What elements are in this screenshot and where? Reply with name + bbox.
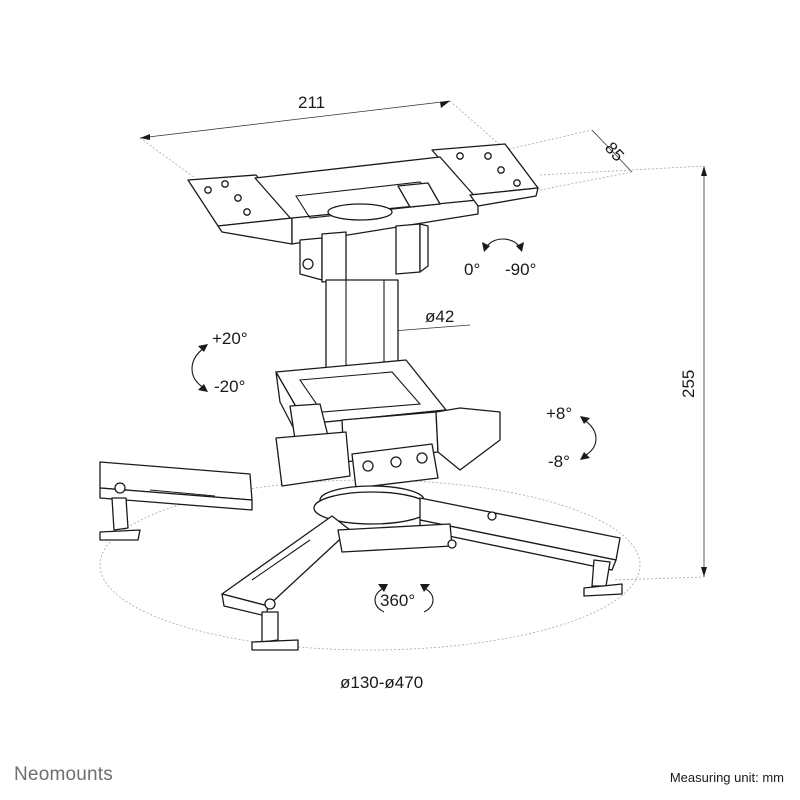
height-dimension: 255	[539, 165, 707, 581]
width-dimension: 211	[139, 93, 501, 179]
roll-rotation-indicator: +8° -8°	[546, 404, 597, 471]
tilt-down-label: -20°	[214, 377, 245, 396]
roll-up-label: +8°	[546, 404, 572, 423]
tilt-up-label: +20°	[212, 329, 248, 348]
pole-diameter-value: ø42	[425, 307, 454, 326]
measuring-unit-note: Measuring unit: mm	[669, 770, 784, 785]
tilt-head	[275, 359, 501, 525]
roll-down-label: -8°	[548, 452, 570, 471]
pan-max-label: -90°	[505, 260, 536, 279]
pan-rotation-indicator: 0° -90°	[464, 238, 536, 279]
swivel-label: 360°	[380, 591, 415, 610]
pan-min-label: 0°	[464, 260, 480, 279]
width-value: 211	[298, 93, 325, 112]
brand-logo: Neomounts	[14, 764, 113, 785]
depth-value: 85	[601, 138, 628, 165]
swivel-rotation-indicator: 360°	[374, 584, 434, 613]
height-value: 255	[679, 370, 698, 398]
tilt-rotation-indicator: +20° -20°	[191, 329, 248, 396]
arm-rear-left	[99, 461, 253, 541]
arm-span-value: ø130-ø470	[340, 673, 423, 692]
arm-front-right	[337, 523, 457, 553]
arm-front-left	[221, 515, 351, 651]
upper-bracket	[299, 223, 429, 283]
ceiling-plate	[187, 143, 539, 245]
